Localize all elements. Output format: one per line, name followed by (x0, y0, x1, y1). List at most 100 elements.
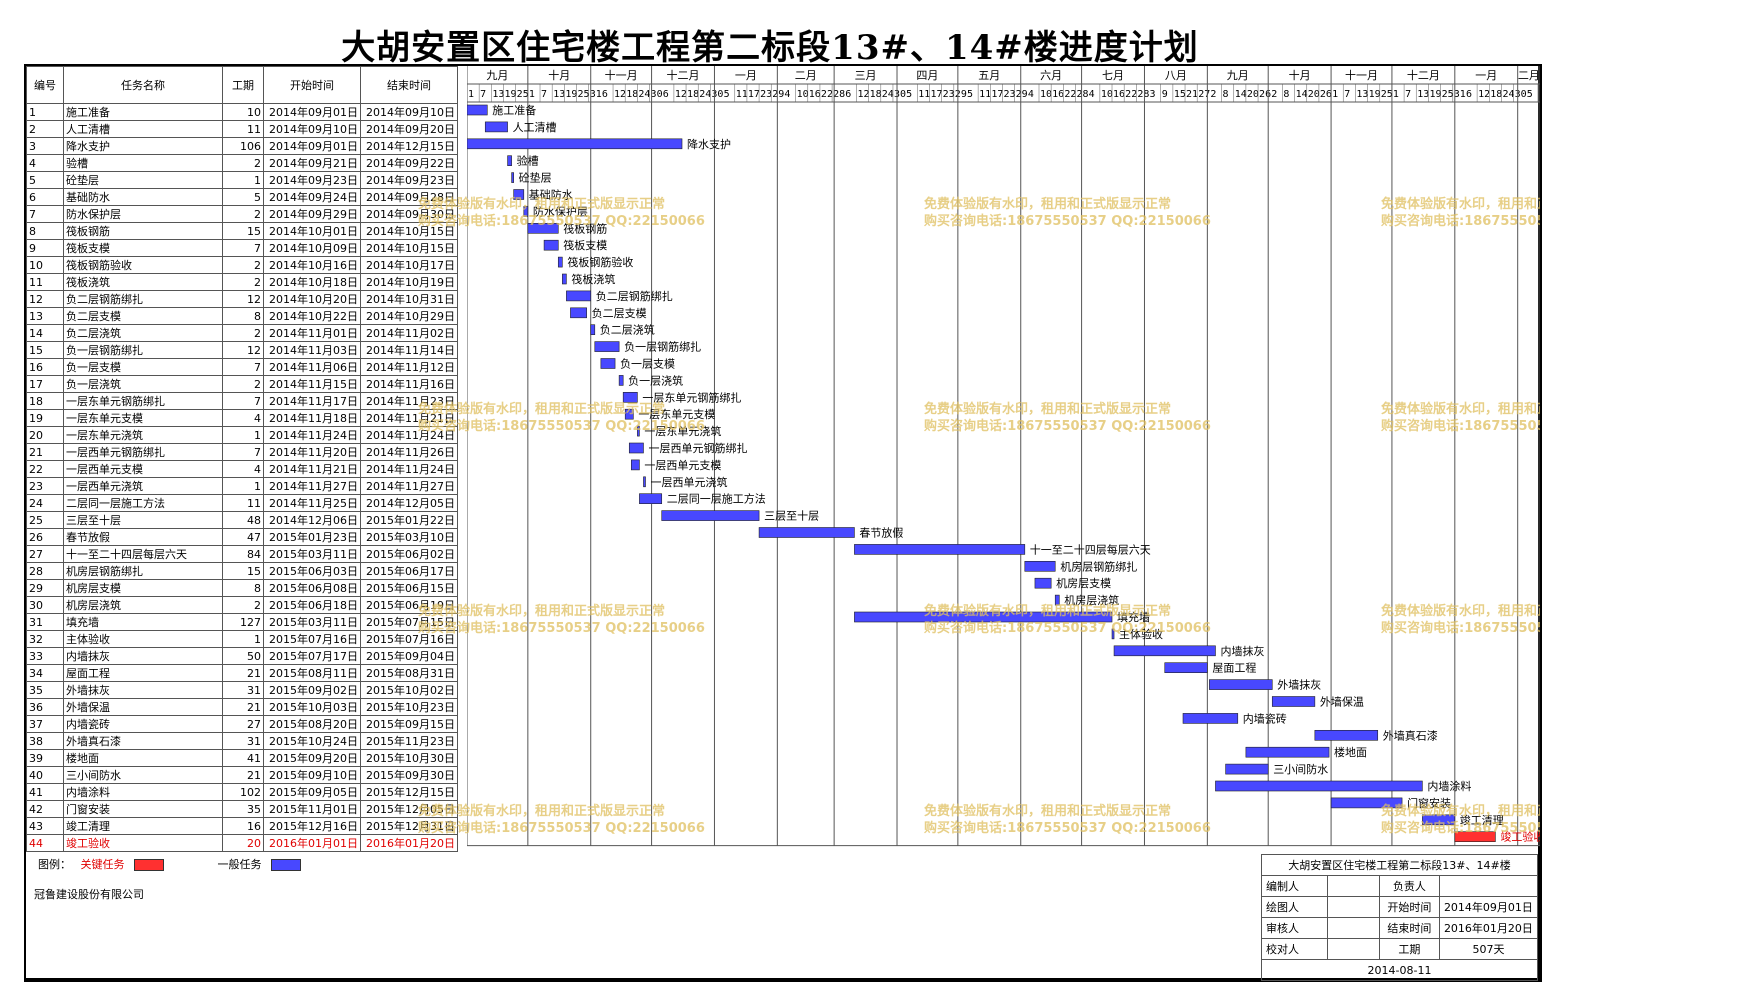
day-tick-label: 29 (772, 89, 784, 100)
task-id: 33 (26, 647, 64, 665)
task-bar-label: 门窗安装 (1407, 796, 1451, 810)
task-end: 2015年08月31日 (360, 664, 458, 682)
day-tick-label: 30 (711, 89, 723, 100)
day-tick-label: 4 (1089, 89, 1095, 100)
task-bar-label: 砼垫层 (519, 171, 552, 185)
task-bar-label: 内墙瓷砖 (1243, 711, 1287, 725)
task-bar-label: 筏板支模 (563, 238, 607, 252)
task-start: 2015年03月11日 (263, 613, 361, 631)
task-bar-label: 筏板钢筋验收 (567, 255, 633, 269)
day-tick-label: 25 (1442, 89, 1454, 100)
day-tick-label: 22 (821, 89, 833, 100)
task-bar-label: 机房层钢筋绑扎 (1060, 559, 1137, 573)
day-tick-label: 29 (955, 89, 967, 100)
task-id: 25 (26, 511, 64, 529)
task-id: 27 (26, 545, 64, 563)
task-bar (758, 527, 855, 538)
task-bar-label: 内墙抹灰 (1220, 644, 1264, 658)
task-bar (467, 138, 683, 150)
task-start: 2014年10月18日 (263, 273, 361, 291)
task-end: 2015年12月05日 (360, 800, 458, 818)
sig-title: 大胡安置区住宅楼工程第二标段13#、14#楼 (1261, 854, 1538, 876)
day-tick-label: 4 (784, 89, 790, 100)
task-duration: 2 (222, 256, 264, 274)
day-tick-label: 25 (1381, 89, 1393, 100)
day-tick-label: 12 (857, 89, 869, 100)
day-tick-label: 30 (651, 89, 663, 100)
task-duration: 35 (222, 800, 264, 818)
task-id: 20 (26, 426, 64, 444)
day-tick-label: 18 (626, 89, 638, 100)
task-start: 2015年12月16日 (263, 817, 361, 835)
month-label: 五月 (978, 69, 1000, 82)
month-label: 四月 (916, 69, 938, 82)
day-tick-label: 14 (1235, 89, 1247, 100)
task-duration: 2 (222, 205, 264, 223)
task-id: 12 (26, 290, 64, 308)
task-name: 一层西单元浇筑 (63, 477, 223, 495)
task-bar-label: 一层西单元浇筑 (650, 475, 727, 489)
day-tick-label: 2 (1271, 89, 1277, 100)
sig-value: 507天 (1438, 938, 1539, 960)
task-name: 填充墙 (63, 613, 223, 631)
day-tick-label: 28 (833, 89, 845, 100)
task-start: 2015年09月05日 (263, 783, 361, 801)
task-name: 验槽 (63, 154, 223, 172)
task-bar-label: 基础防水 (529, 188, 573, 202)
legend-critical-swatch (134, 859, 164, 871)
day-tick-label: 13 (553, 89, 565, 100)
day-tick-label: 5 (1527, 89, 1533, 100)
task-bar-label: 负一层浇筑 (628, 373, 683, 387)
task-bar-label: 竣工清理 (1460, 813, 1504, 827)
task-bar-label: 防水保护层 (533, 204, 588, 218)
task-start: 2015年09月10日 (263, 766, 361, 784)
task-duration: 106 (222, 137, 264, 155)
task-end: 2014年10月19日 (360, 273, 458, 291)
task-end: 2014年11月24日 (360, 426, 458, 444)
month-label: 八月 (1165, 69, 1187, 82)
day-tick-label: 6 (602, 89, 608, 100)
watermark: 免费体验版有水印，租用和正式版显示正常购买咨询电话:18675550537 QQ… (418, 402, 705, 434)
task-duration: 12 (222, 341, 264, 359)
month-label: 十一月 (1345, 68, 1378, 82)
task-name: 春节放假 (63, 528, 223, 546)
task-name: 主体验收 (63, 630, 223, 648)
day-tick-label: 24 (1502, 89, 1514, 100)
task-end: 2014年09月22日 (360, 154, 458, 172)
task-id: 30 (26, 596, 64, 614)
task-bar (511, 172, 514, 183)
watermark: 免费体验版有水印，租用和正式版显示正常购买咨询电话:18675550537 QQ… (924, 804, 1211, 836)
task-id: 41 (26, 783, 64, 801)
day-tick-label: 30 (894, 89, 906, 100)
task-id: 14 (26, 324, 64, 342)
task-bar (1314, 729, 1379, 741)
day-tick-label: 17 (748, 89, 760, 100)
task-start: 2015年09月02日 (263, 681, 361, 699)
task-bar-label: 一层西单元钢筋绑扎 (648, 441, 747, 455)
task-end: 2014年11月02日 (360, 324, 458, 342)
task-id: 2 (26, 120, 64, 138)
task-end: 2015年11月23日 (360, 732, 458, 750)
task-start: 2015年09月20日 (263, 749, 361, 767)
task-name: 筏板浇筑 (63, 273, 223, 291)
day-tick-label: 23 (760, 89, 772, 100)
task-name: 三小间防水 (63, 766, 223, 784)
legend: 图例： 关键任务 一般任务 (38, 856, 301, 872)
